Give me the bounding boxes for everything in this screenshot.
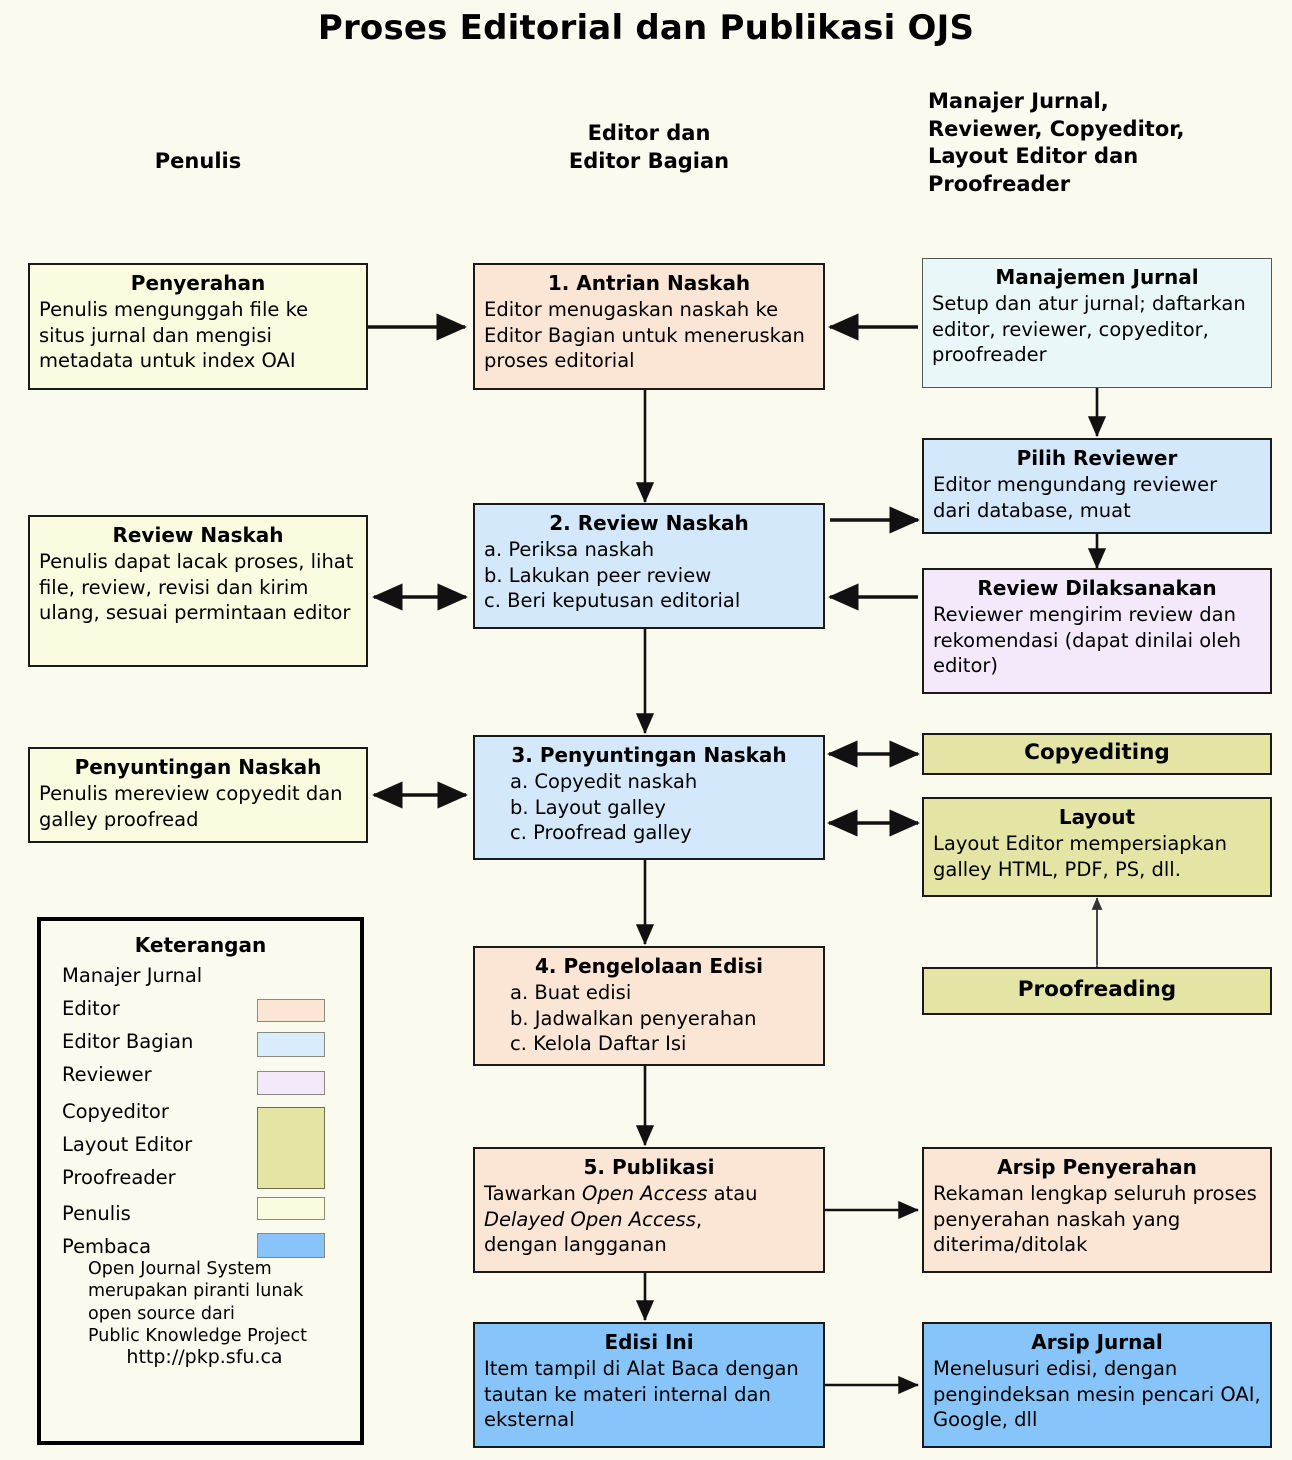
node-review-naskah-title: 2. Review Naskah (549, 511, 749, 535)
legend-row-manajer-jurnal: Manajer Jurnal (41, 961, 360, 994)
node-penyuntingan-naskah-title: 3. Penyuntingan Naskah (511, 743, 787, 767)
publikasi-line3: dengan langganan (484, 1233, 667, 1257)
legend-label-manajer-jurnal: Manajer Jurnal (62, 964, 203, 987)
node-review-naskah[interactable]: 2. Review Naskah a. Periksa naskah b. La… (473, 503, 825, 629)
node-antrian-naskah[interactable]: 1. Antrian Naskah Editor menugaskan nask… (473, 263, 825, 390)
node-review-naskah-penulis-title: Review Naskah (112, 523, 284, 547)
column-header-lainnya-label: Manajer Jurnal, Reviewer, Copyeditor, La… (928, 89, 1185, 197)
legend-row-copyeditor: Copyeditor (41, 1097, 360, 1130)
node-penyuntingan-penulis-title: Penyuntingan Naskah (74, 755, 322, 779)
legend-swatch-reviewer (257, 1071, 325, 1095)
node-penyuntingan-penulis-body: Penulis mereview copyedit dan galley pro… (39, 781, 343, 831)
node-publikasi[interactable]: 5. Publikasi Tawarkan Open Access atau D… (473, 1147, 825, 1273)
node-pengelolaan-edisi-item-b: b. Jadwalkan penyerahan (510, 1006, 757, 1030)
node-arsip-penyerahan[interactable]: Arsip Penyerahan Rekaman lengkap seluruh… (922, 1147, 1272, 1273)
legend-row-penulis: Penulis (41, 1199, 360, 1232)
node-pilih-reviewer-body: Editor mengundang reviewer dari database… (933, 472, 1218, 522)
legend-swatch-pembaca (257, 1233, 325, 1258)
node-layout[interactable]: Layout Layout Editor mempersiapkan galle… (922, 797, 1272, 897)
node-arsip-penyerahan-title: Arsip Penyerahan (997, 1155, 1197, 1179)
node-penyerahan-title: Penyerahan (130, 271, 266, 295)
node-review-naskah-item-c: c. Beri keputusan editorial (484, 589, 741, 613)
node-proofreading[interactable]: Proofreading (922, 967, 1272, 1015)
node-manajemen-jurnal-title: Manajemen Jurnal (995, 265, 1199, 289)
legend-row-layout-editor: Layout Editor (41, 1130, 360, 1163)
node-arsip-penyerahan-body: Rekaman lengkap seluruh proses penyeraha… (933, 1181, 1257, 1257)
legend-row-editor: Editor (41, 994, 360, 1027)
legend-label-reviewer: Reviewer (62, 1063, 152, 1086)
publikasi-open-access: Open Access (582, 1181, 708, 1205)
node-pilih-reviewer[interactable]: Pilih Reviewer Editor mengundang reviewe… (922, 438, 1272, 534)
publikasi-delayed-open-access: Delayed Open Access (484, 1207, 696, 1231)
node-copyediting[interactable]: Copyediting (922, 733, 1272, 775)
node-edisi-ini[interactable]: Edisi Ini Item tampil di Alat Baca denga… (473, 1322, 825, 1448)
legend-row-pembaca: Pembaca (41, 1232, 360, 1265)
node-publikasi-body: Tawarkan Open Access atau Delayed Open A… (484, 1181, 814, 1259)
node-arsip-jurnal-title: Arsip Jurnal (1031, 1330, 1163, 1354)
node-pengelolaan-edisi-item-c: c. Kelola Daftar Isi (510, 1032, 687, 1056)
legend-note: Open Journal System merupakan piranti lu… (88, 1259, 307, 1347)
node-review-dilaksanakan[interactable]: Review Dilaksanakan Reviewer mengirim re… (922, 568, 1272, 694)
node-arsip-jurnal[interactable]: Arsip Jurnal Menelusuri edisi, dengan pe… (922, 1322, 1272, 1448)
legend-swatch-editor-bagian (257, 1032, 325, 1057)
node-layout-title: Layout (1058, 805, 1136, 829)
legend-label-copyeditor: Copyeditor (62, 1100, 169, 1123)
legend-label-layout-editor: Layout Editor (62, 1133, 193, 1156)
legend-swatch-editor (257, 999, 325, 1022)
column-header-penulis-label: Penulis (154, 149, 242, 173)
node-review-dilaksanakan-title: Review Dilaksanakan (977, 576, 1217, 600)
legend-swatch-penulis (257, 1197, 325, 1220)
node-review-dilaksanakan-body: Reviewer mengirim review dan rekomendasi… (933, 602, 1241, 678)
node-penyerahan[interactable]: Penyerahan Penulis mengunggah file ke si… (28, 263, 368, 390)
node-publikasi-title: 5. Publikasi (583, 1155, 715, 1179)
column-header-penulis: Penulis (28, 148, 368, 176)
publikasi-line1-pre: Tawarkan (484, 1181, 583, 1205)
diagram-title: Proses Editorial dan Publikasi OJS (317, 8, 975, 48)
node-penyuntingan-penulis[interactable]: Penyuntingan Naskah Penulis mereview cop… (28, 747, 368, 843)
column-header-editor: Editor dan Editor Bagian (474, 120, 824, 175)
node-penyerahan-body: Penulis mengunggah file ke situs jurnal … (39, 297, 309, 373)
column-header-editor-label: Editor dan Editor Bagian (568, 121, 730, 173)
node-edisi-ini-body: Item tampil di Alat Baca dengan tautan k… (484, 1356, 799, 1432)
legend-label-penulis: Penulis (62, 1202, 131, 1225)
node-edisi-ini-title: Edisi Ini (604, 1330, 694, 1354)
node-antrian-naskah-title: 1. Antrian Naskah (547, 271, 751, 295)
node-review-naskah-penulis[interactable]: Review Naskah Penulis dapat lacak proses… (28, 515, 368, 667)
publikasi-line1-post: atau (707, 1181, 758, 1205)
node-layout-body: Layout Editor mempersiapkan galley HTML,… (933, 831, 1227, 881)
legend-label-proofreader: Proofreader (62, 1166, 176, 1189)
node-pengelolaan-edisi-item-a: a. Buat edisi (510, 980, 632, 1004)
legend-label-editor: Editor (62, 997, 120, 1020)
node-antrian-naskah-body: Editor menugaskan naskah ke Editor Bagia… (484, 297, 805, 373)
legend-panel: Keterangan Manajer Jurnal Editor Editor … (37, 917, 364, 1445)
node-pengelolaan-edisi[interactable]: 4. Pengelolaan Edisi a. Buat edisi b. Ja… (473, 946, 825, 1066)
node-penyuntingan-naskah-item-b: b. Layout galley (510, 795, 666, 819)
legend-url[interactable]: http://pkp.sfu.ca (126, 1346, 283, 1368)
legend-row-reviewer: Reviewer (41, 1060, 360, 1097)
node-pengelolaan-edisi-title: 4. Pengelolaan Edisi (534, 954, 764, 978)
node-pilih-reviewer-title: Pilih Reviewer (1016, 446, 1178, 470)
publikasi-line2-post: , (695, 1207, 703, 1231)
column-header-lainnya: Manajer Jurnal, Reviewer, Copyeditor, La… (928, 88, 1288, 199)
node-proofreading-title: Proofreading (1017, 976, 1177, 1002)
legend-label-pembaca: Pembaca (62, 1235, 152, 1258)
legend-row-proofreader: Proofreader (41, 1163, 360, 1199)
node-review-naskah-penulis-body: Penulis dapat lacak proses, lihat file, … (39, 549, 354, 625)
legend-row-editor-bagian: Editor Bagian (41, 1027, 360, 1060)
node-penyuntingan-naskah-item-a: a. Copyedit naskah (510, 769, 698, 793)
node-penyuntingan-naskah[interactable]: 3. Penyuntingan Naskah a. Copyedit naska… (473, 735, 825, 860)
node-manajemen-jurnal-body: Setup dan atur jurnal; daftarkan editor,… (932, 291, 1246, 367)
legend-title: Keterangan (134, 933, 267, 957)
legend-label-editor-bagian: Editor Bagian (62, 1030, 194, 1053)
node-review-naskah-item-b: b. Lakukan peer review (484, 563, 712, 587)
node-manajemen-jurnal[interactable]: Manajemen Jurnal Setup dan atur jurnal; … (922, 258, 1272, 388)
node-review-naskah-item-a: a. Periksa naskah (484, 537, 655, 561)
legend-swatch-copyeditor-layout-proofreader (257, 1107, 325, 1189)
node-penyuntingan-naskah-item-c: c. Proofread galley (510, 821, 692, 845)
node-copyediting-title: Copyediting (1024, 739, 1170, 765)
node-arsip-jurnal-body: Menelusuri edisi, dengan pengindeksan me… (933, 1356, 1261, 1432)
